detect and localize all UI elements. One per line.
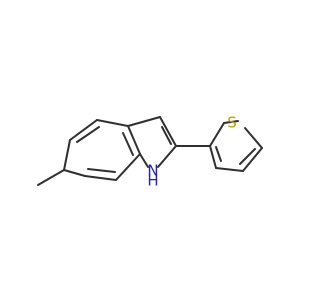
- thiophene-bond-3: [244, 127, 263, 149]
- pyrrole-bond-3: [157, 145, 177, 168]
- thiophene-bond-4: [242, 147, 263, 172]
- thiophene-bond-4-inner: [239, 148, 256, 165]
- pyrrole-bond-2-inner: [161, 126, 172, 145]
- pyrrole-bond-4: [139, 153, 149, 168]
- thiophene-bond-6-inner: [215, 146, 222, 162]
- sulfur-label: S: [227, 114, 237, 132]
- pyrrole-bond-1: [127, 116, 161, 127]
- hydrogen-label: H: [147, 172, 158, 190]
- benzene-bond-5: [115, 153, 141, 181]
- bond-layer: [37, 116, 263, 186]
- molecule-structure: S N H: [37, 114, 263, 190]
- benzene-bond-4: [127, 125, 141, 155]
- benzene-bond-2: [69, 119, 98, 141]
- nitrogen-label: N: [147, 162, 158, 180]
- thiophene-bond-6: [209, 145, 217, 169]
- benzene-bond-3: [96, 119, 129, 127]
- benzene-bond-4-inner: [122, 132, 134, 156]
- benzene-bond-1: [63, 139, 71, 171]
- benzene-bond-6-inner: [87, 168, 116, 173]
- thiophene-bond-5: [215, 167, 244, 172]
- pyrrole-bond-2: [159, 116, 177, 147]
- methyl-bond: [37, 169, 65, 186]
- label-layer: S N H: [147, 114, 236, 190]
- thiophene-bond-1: [209, 122, 225, 147]
- benzene-bond-6: [84, 175, 117, 181]
- benzene-bond-2-inner: [76, 126, 100, 143]
- benzene-bond-7: [63, 169, 86, 177]
- thiophene-bond-2: [223, 120, 239, 124]
